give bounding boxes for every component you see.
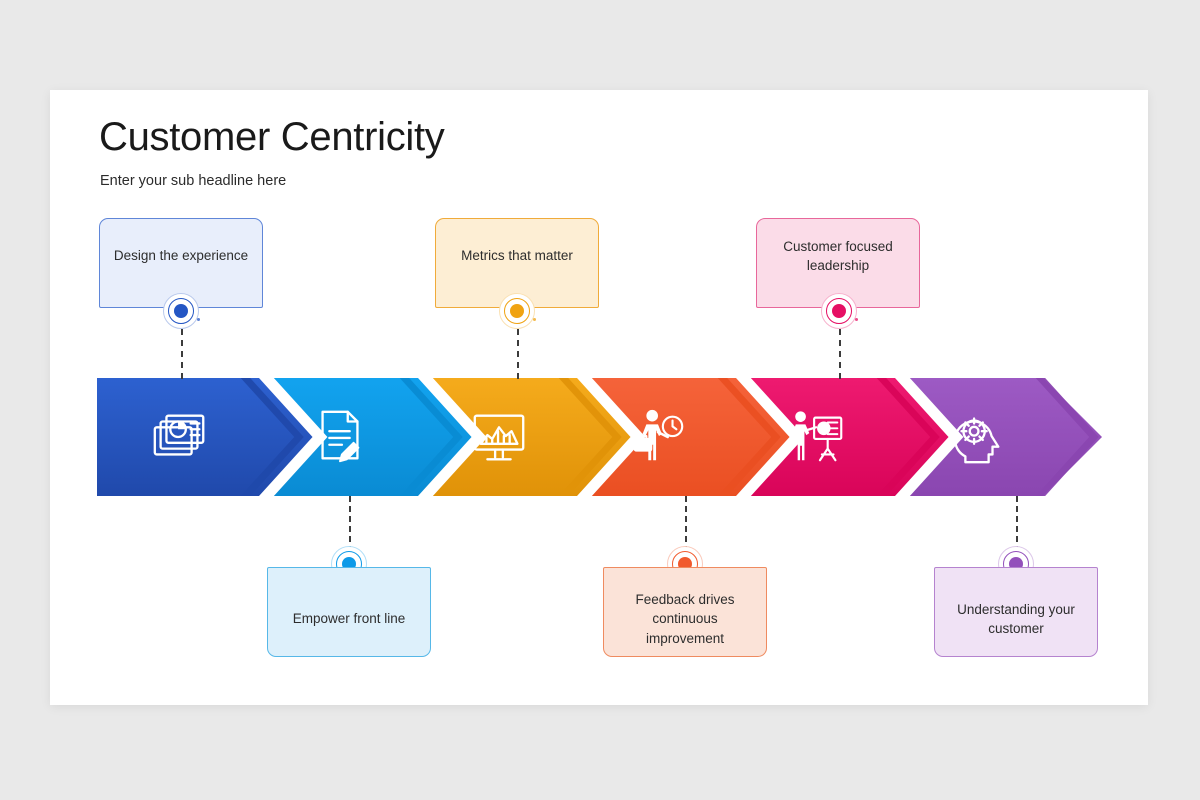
callout-feedback-drives-continuous-improvement[interactable]: Feedback drives continuous improvement (603, 567, 767, 657)
callout-label: Empower front line (292, 611, 406, 627)
chevron-segment-5 (730, 378, 956, 496)
marker-halo (499, 293, 535, 329)
connector-step-4 (685, 496, 687, 552)
chevron-band-svg (97, 378, 1102, 496)
connector-step-3 (517, 329, 519, 379)
chevron-segment-4 (571, 378, 797, 496)
callout-label: Feedback drives continuous improvement (635, 592, 735, 646)
callout-label: Understanding your customer (957, 601, 1075, 636)
callout-understanding-your-customer[interactable]: Understanding your customer (934, 567, 1098, 657)
chevron-segment-1 (97, 378, 320, 496)
connector-step-6 (1016, 496, 1018, 552)
chevron-segment-2 (253, 378, 479, 496)
connector-step-1 (181, 329, 183, 379)
page-title: Customer Centricity (99, 115, 445, 159)
callout-empower-front-line[interactable]: Empower front line (267, 567, 431, 657)
marker-step-3[interactable] (499, 293, 536, 329)
marker-pip (855, 318, 858, 321)
chevron-tail-separator (1054, 378, 1102, 496)
callout-label: Metrics that matter (461, 248, 573, 264)
slide-canvas: Customer Centricity Enter your sub headl… (50, 90, 1148, 705)
process-chevron-band (97, 378, 1102, 496)
marker-step-1[interactable] (163, 293, 200, 329)
marker-pip (197, 318, 200, 321)
callout-label: Customer focused leadership (783, 238, 893, 273)
marker-pip (533, 318, 536, 321)
marker-step-5[interactable] (821, 293, 858, 329)
marker-halo (163, 293, 199, 329)
chevron-segment-3 (412, 378, 638, 496)
callout-label: Design the experience (113, 248, 249, 264)
page-subtitle: Enter your sub headline here (100, 173, 287, 189)
connector-step-5 (839, 329, 841, 379)
chevron-accent-lines (240, 378, 1099, 496)
marker-halo (821, 293, 857, 329)
connector-step-2 (349, 496, 351, 552)
